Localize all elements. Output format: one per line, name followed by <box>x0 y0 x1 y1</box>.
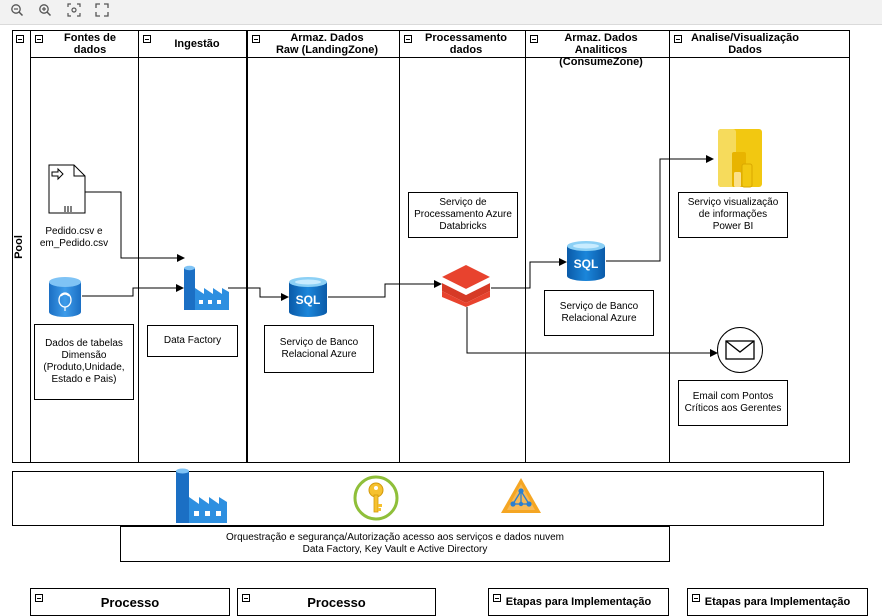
edge-sqlraw-to-databricks <box>328 280 442 298</box>
zoom-out-icon[interactable] <box>8 3 26 21</box>
lane-separator <box>138 30 139 463</box>
legend-steps-box: Etapas para Implementação <box>687 588 868 616</box>
lane-collapse-icon[interactable] <box>404 35 412 43</box>
edge-databricks-to-sqlconsume <box>491 258 567 289</box>
legend-steps-label: Etapas para Implementação <box>505 596 652 608</box>
lane-collapse-icon[interactable] <box>252 35 260 43</box>
sql-database-icon: SQL <box>566 240 606 287</box>
pool-divider <box>30 30 31 463</box>
legend-collapse-icon[interactable] <box>692 594 700 602</box>
legend-process-box: Processo <box>30 588 230 616</box>
csv-file-icon <box>48 164 86 219</box>
viewer-toolbar <box>0 0 882 25</box>
lane-separator <box>525 30 526 463</box>
legend-collapse-icon[interactable] <box>242 594 250 602</box>
email-icon <box>716 326 764 379</box>
lane-collapse-icon[interactable] <box>530 35 538 43</box>
data-factory-icon <box>174 467 228 528</box>
lane-title-ingestao: Ingestão <box>174 38 220 50</box>
lane-collapse-icon[interactable] <box>143 35 151 43</box>
legend-process-box: Processo <box>237 588 436 616</box>
edge-databricks-to-email <box>466 307 718 357</box>
power-bi-icon <box>714 128 764 193</box>
edge-sqlconsume-to-powerbi <box>606 155 714 262</box>
data-factory-icon <box>182 264 230 315</box>
lane-header-divider <box>30 57 850 58</box>
legend-steps-box: Etapas para Implementação <box>488 588 669 616</box>
lane-separator <box>669 30 670 463</box>
fit-icon[interactable] <box>65 3 83 21</box>
zoom-in-icon[interactable] <box>36 3 54 21</box>
sql-database-icon: SQL <box>288 276 328 323</box>
orchestration-description-box: Orquestração e segurança/Autorização ace… <box>120 526 670 562</box>
sql-label: SQL <box>574 257 599 271</box>
databricks-icon <box>441 264 491 313</box>
lane-separator <box>399 30 400 463</box>
data-factory-box: Data Factory <box>147 325 238 357</box>
lane-separator <box>246 30 248 463</box>
active-directory-icon <box>500 477 542 520</box>
edge-dim-to-datafactory <box>82 284 184 297</box>
edge-file-to-datafactory <box>84 191 185 262</box>
fullscreen-icon[interactable] <box>93 3 111 21</box>
pool-container <box>12 30 850 463</box>
legend-process-label: Processo <box>100 594 160 610</box>
key-vault-icon <box>353 475 399 526</box>
orchestration-container <box>12 471 824 526</box>
lane-collapse-icon[interactable] <box>35 35 43 43</box>
legend-steps-label: Etapas para Implementação <box>704 596 851 608</box>
edge-datafactory-to-sqlraw <box>228 287 289 301</box>
database-icon <box>48 276 82 323</box>
legend-collapse-icon[interactable] <box>493 594 501 602</box>
legend-process-label: Processo <box>307 594 366 610</box>
lane-collapse-icon[interactable] <box>674 35 682 43</box>
sql-label: SQL <box>296 293 321 307</box>
legend-collapse-icon[interactable] <box>35 594 43 602</box>
pool-collapse-icon[interactable] <box>16 35 24 43</box>
